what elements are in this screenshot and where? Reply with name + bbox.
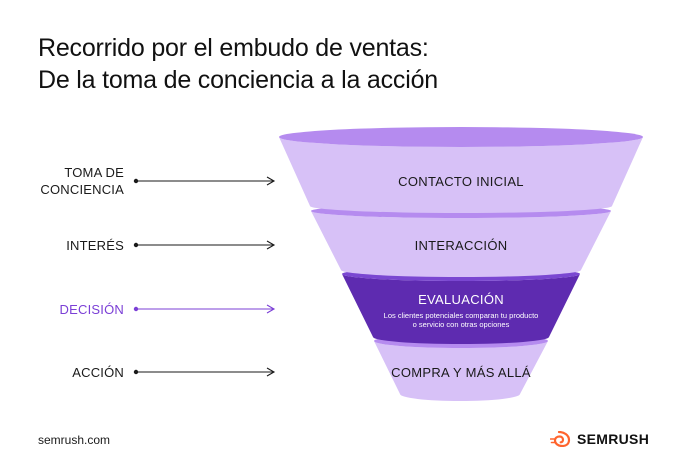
connector-action — [133, 367, 276, 377]
funnel-label-purchase: COMPRA Y MÁS ALLÁ — [391, 365, 531, 380]
stage-label-decision: DECISIÓN — [59, 302, 124, 317]
connector-decision — [133, 304, 276, 314]
funnel-label-evaluation: EVALUACIÓN — [418, 292, 504, 307]
title-line-2: De la toma de conciencia a la acción — [38, 66, 438, 94]
stage-label-action: ACCIÓN — [72, 365, 124, 380]
footer-url: semrush.com — [38, 433, 111, 447]
brand-logo: SEMRUSH — [550, 431, 649, 447]
funnel-label-interaction: INTERACCIÓN — [414, 238, 508, 253]
evaluation-description: Los clientes potenciales comparan tu pro… — [383, 311, 539, 329]
stage-label-interest: INTERÉS — [66, 238, 124, 253]
brand-name: SEMRUSH — [577, 431, 650, 447]
stage-label-awareness: TOMA DE CONCIENCIA — [40, 165, 124, 197]
page-title: Recorrido por el embudo de ventas: De la… — [38, 32, 658, 96]
connector-awareness — [133, 176, 276, 186]
funnel-tier-initial-contact — [279, 127, 643, 213]
semrush-fire-icon — [550, 431, 571, 447]
title-line-1: Recorrido por el embudo de ventas: — [38, 34, 429, 62]
funnel-label-initial-contact: CONTACTO INICIAL — [398, 174, 524, 189]
connector-interest — [133, 240, 276, 250]
